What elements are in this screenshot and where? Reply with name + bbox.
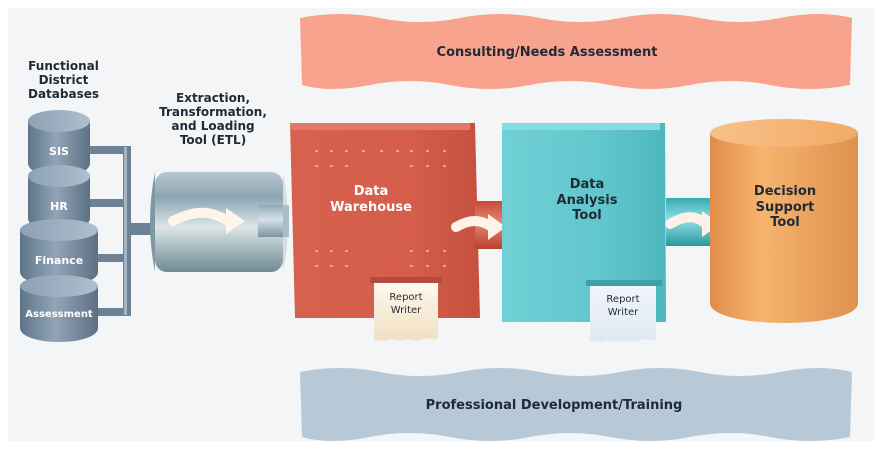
database-label-sis: SIS (49, 145, 69, 158)
database-cylinders (20, 110, 98, 342)
consulting-banner-label: Consulting/Needs Assessment (436, 45, 658, 60)
decision-support-tool-label: Decision Support Tool (753, 184, 817, 231)
hr-database-icon (28, 165, 90, 232)
training-banner (300, 368, 852, 441)
data-analysis-tool-label: Data Analysis Tool (556, 177, 618, 224)
decision-support-cylinder (710, 119, 858, 323)
databases-heading: Functional District Databases (27, 59, 99, 101)
etl-flow-arrow-icon (226, 208, 245, 234)
data-warehouse-shape (290, 123, 480, 318)
report-writer-paper-1 (370, 277, 442, 341)
analysis-decision-pipe (665, 198, 720, 246)
consulting-banner (300, 14, 852, 89)
report-writer-label-1: Report Writer (389, 292, 423, 316)
etl-label: Extraction, Transformation, and Loading … (159, 91, 267, 147)
finance-database-icon (20, 219, 98, 286)
report-writer-paper-2 (586, 280, 662, 342)
report-writer-label-2: Report Writer (606, 294, 640, 318)
data-analysis-shape (502, 123, 666, 322)
etl-warehouse-connector (283, 205, 289, 237)
assessment-database-icon (20, 275, 98, 342)
etl-tool (150, 172, 288, 272)
database-label-assessment: Assessment (25, 309, 93, 320)
training-banner-label: Professional Development/Training (425, 398, 683, 413)
data-warehouse-label: Data Warehouse (330, 184, 412, 215)
database-label-finance: Finance (34, 254, 84, 267)
sis-database-icon (28, 110, 90, 177)
warehouse-flow-arrow-icon (488, 214, 506, 240)
database-label-hr: HR (50, 200, 68, 213)
